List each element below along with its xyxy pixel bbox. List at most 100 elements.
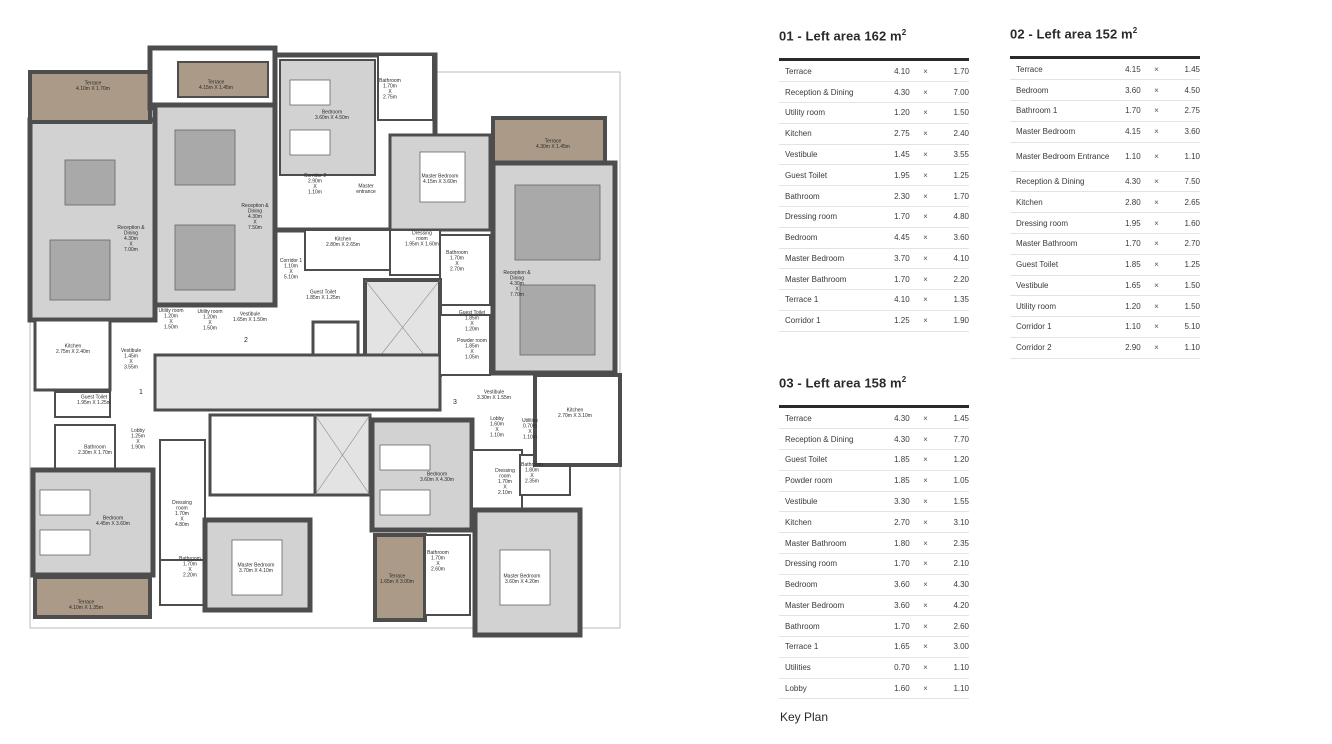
room-length: 1.70 xyxy=(953,191,970,201)
times-symbol: × xyxy=(923,295,928,305)
room-length: 7.70 xyxy=(953,434,970,444)
times-symbol: × xyxy=(923,476,928,486)
room-guest-toilet-left xyxy=(54,391,111,418)
room-length: 2.75 xyxy=(1184,106,1201,116)
furniture-bed-bl xyxy=(231,539,283,596)
room-width: 1.70 xyxy=(894,621,910,631)
room-width: 3.60 xyxy=(1125,85,1141,95)
times-symbol: × xyxy=(1154,218,1159,228)
room-width: 1.25 xyxy=(894,316,910,326)
area-table-title: 03 - Left area 158 m2 xyxy=(779,375,907,391)
key-plan-label: Key Plan xyxy=(780,710,829,724)
room-width: 3.30 xyxy=(894,496,910,506)
room-width: 0.70 xyxy=(894,663,910,673)
times-symbol: × xyxy=(1154,64,1159,74)
room-length: 1.55 xyxy=(953,496,970,506)
room-length: 1.20 xyxy=(953,455,970,465)
times-symbol: × xyxy=(923,253,928,263)
floor-plan-shapes xyxy=(27,45,622,638)
room-name: Vestibule xyxy=(785,149,818,159)
room-name: Utilities xyxy=(785,663,811,673)
times-symbol: × xyxy=(1154,85,1159,95)
room-width: 3.60 xyxy=(894,580,910,590)
room-name: Dressing room xyxy=(785,559,838,569)
times-symbol: × xyxy=(923,108,928,118)
room-name: Guest Toilet xyxy=(785,170,828,180)
room-name: Bathroom xyxy=(785,621,820,631)
stair-bottom xyxy=(208,413,317,497)
times-symbol: × xyxy=(923,684,928,694)
furniture-bed-br xyxy=(499,549,551,606)
room-name: Master Bathroom xyxy=(785,538,847,548)
room-length: 1.05 xyxy=(953,476,970,486)
times-symbol: × xyxy=(1154,343,1159,353)
times-symbol: × xyxy=(923,212,928,222)
room-width: 4.30 xyxy=(894,434,910,444)
room-name: Bedroom xyxy=(785,580,818,590)
times-symbol: × xyxy=(923,621,928,631)
room-kitchen-right xyxy=(533,373,622,467)
room-name: Master Bedroom xyxy=(1016,127,1076,137)
furniture-dining-left xyxy=(49,239,111,301)
room-width: 1.80 xyxy=(894,538,910,548)
furniture-dining-right xyxy=(519,284,596,356)
furniture-sofa-mid xyxy=(174,129,236,186)
room-name: Reception & Dining xyxy=(785,434,854,444)
room-length: 1.50 xyxy=(1184,301,1201,311)
furniture-sofa-right xyxy=(514,184,601,261)
room-name: Bathroom 1 xyxy=(1016,106,1058,116)
room-width: 1.10 xyxy=(1125,152,1141,162)
times-symbol: × xyxy=(923,538,928,548)
room-kitchen-mid xyxy=(304,229,391,271)
room-kitchen-left xyxy=(33,318,112,392)
room-name: Terrace xyxy=(785,66,812,76)
furniture-bed-top xyxy=(419,151,466,203)
terrace-left xyxy=(28,70,152,124)
room-name: Utility room xyxy=(785,108,826,118)
room-name: Lobby xyxy=(785,684,807,694)
room-label-num3: 3 xyxy=(453,399,457,406)
times-symbol: × xyxy=(923,149,928,159)
times-symbol: × xyxy=(1154,322,1159,332)
room-length: 2.65 xyxy=(1184,197,1201,207)
room-width: 2.70 xyxy=(894,517,910,527)
room-length: 1.45 xyxy=(1184,64,1201,74)
furniture-dining-mid xyxy=(174,224,236,291)
room-width: 1.70 xyxy=(1125,239,1141,249)
room-name: Guest Toilet xyxy=(785,455,828,465)
room-length: 3.10 xyxy=(953,517,970,527)
times-symbol: × xyxy=(1154,301,1159,311)
room-length: 2.40 xyxy=(953,129,970,139)
